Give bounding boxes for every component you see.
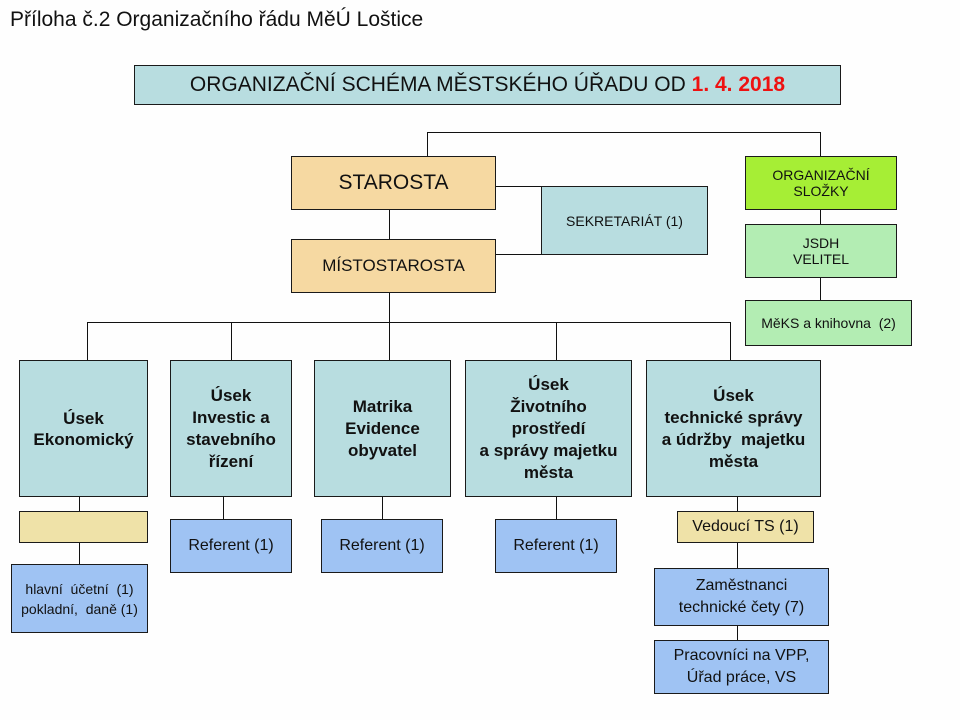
economic-lead-box-empty	[19, 511, 148, 543]
department-line: Investic a	[192, 407, 270, 427]
mistostarosta-label: MÍSTOSTAROSTA	[322, 256, 465, 275]
sekretariat-box: SEKRETARIÁT (1)	[541, 186, 708, 255]
department-registry: Matrika Evidence obyvatel	[314, 360, 451, 497]
staff-line: hlavní účetní (1)	[25, 580, 134, 597]
referent-label: Referent (1)	[188, 537, 274, 554]
department-line: a údržby majetku	[661, 429, 806, 449]
ts-vpp-box: Pracovníci na VPP, Úřad práce, VS	[654, 640, 829, 694]
staff-line: Zaměstnanci	[695, 577, 788, 594]
department-line: Úsek	[713, 385, 754, 405]
meks-box: MěKS a knihovna (2)	[745, 300, 912, 346]
ts-crew-box: Zaměstnanci technické čety (7)	[654, 568, 829, 626]
department-investment: Úsek Investic a stavebního řízení	[170, 360, 292, 497]
department-line: Úsek	[63, 408, 104, 428]
department-line: obyvatel	[348, 440, 417, 460]
org-units-line: ORGANIZAČNÍ	[772, 167, 870, 183]
ts-head-box: Vedoucí TS (1)	[677, 511, 814, 543]
department-line: Úsek	[210, 385, 252, 405]
department-line: Evidence	[345, 418, 420, 438]
department-line: a správy majetku	[479, 440, 618, 460]
department-line: technické správy	[664, 407, 803, 427]
chart-title: ORGANIZAČNÍ SCHÉMA MĚSTSKÉHO ÚŘADU OD	[189, 73, 692, 96]
sekretariat-label: SEKRETARIÁT (1)	[566, 212, 683, 229]
mistostarosta-box: MÍSTOSTAROSTA	[291, 239, 496, 293]
department-economic: Úsek Ekonomický	[19, 360, 148, 497]
jsdh-box: JSDH VELITEL	[745, 224, 897, 278]
department-technical: Úsek technické správy a údržby majetku m…	[646, 360, 821, 497]
org-units-box: ORGANIZAČNÍ SLOŽKY	[745, 156, 897, 210]
org-units-line: SLOŽKY	[793, 183, 849, 199]
ts-head-label: Vedoucí TS (1)	[692, 518, 799, 535]
starosta-box: STAROSTA	[291, 156, 496, 210]
department-line: Životního	[510, 396, 587, 416]
department-line: města	[708, 451, 759, 471]
department-line: stavebního	[186, 429, 276, 449]
staff-line: technické čety (7)	[678, 599, 805, 616]
staff-line: Pracovníci na VPP,	[673, 647, 810, 664]
department-line: Úsek	[528, 374, 569, 394]
starosta-label: STAROSTA	[338, 171, 449, 194]
referent-label: Referent (1)	[339, 537, 425, 554]
staff-line: pokladní, daně (1)	[21, 600, 138, 617]
department-environment: Úsek Životního prostředí a správy majetk…	[465, 360, 632, 497]
meks-label: MěKS a knihovna (2)	[761, 315, 896, 331]
department-line: Ekonomický	[33, 429, 134, 449]
chart-title-date: 1. 4. 2018	[691, 73, 786, 96]
environment-referent-box: Referent (1)	[495, 519, 617, 573]
referent-label: Referent (1)	[513, 537, 599, 554]
jsdh-line: JSDH	[802, 235, 840, 251]
department-line: Matrika	[352, 396, 413, 416]
registry-referent-box: Referent (1)	[321, 519, 443, 573]
department-line: města	[523, 462, 574, 482]
department-line: prostředí	[511, 418, 586, 438]
chart-title-box: ORGANIZAČNÍ SCHÉMA MĚSTSKÉHO ÚŘADU OD 1.…	[134, 65, 841, 105]
economic-staff-box: hlavní účetní (1) pokladní, daně (1)	[11, 564, 148, 633]
staff-line: Úřad práce, VS	[686, 669, 797, 686]
document-caption: Příloha č.2 Organizačního řádu MěÚ Lošti…	[10, 8, 424, 31]
investment-referent-box: Referent (1)	[170, 519, 292, 573]
jsdh-line: VELITEL	[792, 251, 850, 267]
department-line: řízení	[208, 451, 254, 471]
